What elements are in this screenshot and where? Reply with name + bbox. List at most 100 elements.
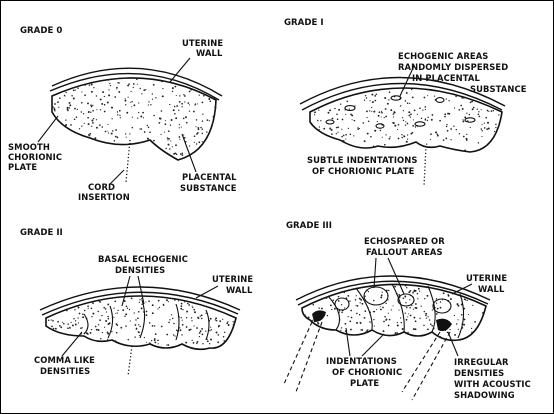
stipple-dot xyxy=(75,324,77,326)
stipple-dot xyxy=(334,308,336,310)
grade-0-label-placental-2: SUBSTANCE xyxy=(180,183,237,193)
stipple-dot xyxy=(336,127,338,129)
stipple-dot xyxy=(356,322,358,324)
grade-3-leader-indent-b xyxy=(362,334,384,356)
stipple-dot xyxy=(407,316,408,317)
stipple-dot xyxy=(96,329,98,331)
stipple-dot xyxy=(351,317,353,319)
stipple-dot xyxy=(96,127,98,129)
stipple-dot xyxy=(104,111,106,113)
stipple-dot xyxy=(54,103,56,105)
stipple-dot xyxy=(223,340,225,342)
stipple-dot xyxy=(91,307,93,309)
stipple-dot xyxy=(51,326,53,328)
stipple-dot xyxy=(145,78,146,79)
stipple-dot xyxy=(100,98,102,100)
stipple-dot xyxy=(462,119,463,120)
stipple-dot xyxy=(337,126,339,128)
stipple-dot xyxy=(131,106,132,107)
stipple-dot xyxy=(338,109,340,111)
stipple-dot xyxy=(141,304,142,305)
stipple-dot xyxy=(197,103,198,104)
stipple-dot xyxy=(161,326,163,328)
stipple-dot xyxy=(116,87,118,89)
stipple-dot xyxy=(114,301,116,303)
stipple-dot xyxy=(427,95,428,96)
stipple-dot xyxy=(119,110,121,112)
stipple-dot xyxy=(148,300,150,302)
stipple-dot xyxy=(215,319,216,320)
stipple-dot xyxy=(407,332,409,334)
stipple-dot xyxy=(190,89,192,91)
stipple-dot xyxy=(367,133,369,135)
stipple-dot xyxy=(491,110,493,112)
stipple-dot xyxy=(184,301,185,302)
stipple-dot xyxy=(403,120,404,121)
stipple-dot xyxy=(326,297,328,299)
stipple-dot xyxy=(415,303,417,305)
stipple-dot xyxy=(99,319,101,321)
stipple-dot xyxy=(393,113,395,115)
stipple-dot xyxy=(319,129,320,130)
stipple-dot xyxy=(120,327,122,329)
stipple-dot xyxy=(117,310,118,311)
stipple-dot xyxy=(125,100,127,102)
stipple-dot xyxy=(202,343,203,344)
stipple-dot xyxy=(384,117,385,118)
stipple-dot xyxy=(216,332,218,334)
stipple-dot xyxy=(187,102,189,104)
stipple-dot xyxy=(73,318,74,319)
stipple-dot xyxy=(194,325,195,326)
stipple-dot xyxy=(199,94,200,95)
stipple-dot xyxy=(215,107,217,109)
stipple-dot xyxy=(53,94,55,96)
stipple-dot xyxy=(444,116,446,118)
stipple-dot xyxy=(468,314,469,315)
stipple-dot xyxy=(202,120,203,121)
stipple-dot xyxy=(366,330,368,332)
stipple-dot xyxy=(112,130,113,131)
stipple-dot xyxy=(329,109,331,111)
stipple-dot xyxy=(405,125,406,126)
stipple-dot xyxy=(466,134,467,135)
stipple-dot xyxy=(201,314,203,316)
stipple-dot xyxy=(125,133,126,134)
stipple-dot xyxy=(93,118,94,119)
stipple-dot xyxy=(462,120,464,122)
stipple-dot xyxy=(138,112,139,113)
stipple-dot xyxy=(455,95,457,97)
stipple-dot xyxy=(83,335,85,337)
stipple-dot xyxy=(233,321,234,322)
stipple-dot xyxy=(356,313,358,315)
stipple-dot xyxy=(78,322,79,323)
stipple-dot xyxy=(183,118,185,120)
stipple-dot xyxy=(138,324,139,325)
stipple-dot xyxy=(369,110,370,111)
stipple-dot xyxy=(109,83,110,84)
stipple-dot xyxy=(74,119,76,121)
stipple-dot xyxy=(195,126,196,127)
stipple-dot xyxy=(115,340,117,342)
stipple-dot xyxy=(457,303,459,305)
stipple-dot xyxy=(108,89,109,90)
stipple-dot xyxy=(184,101,185,102)
stipple-dot xyxy=(193,309,195,311)
stipple-dot xyxy=(450,128,452,130)
stipple-dot xyxy=(75,320,76,321)
stipple-dot xyxy=(461,97,463,99)
stipple-dot xyxy=(471,332,473,334)
stipple-dot xyxy=(215,317,217,319)
stipple-dot xyxy=(481,130,482,131)
stipple-dot xyxy=(147,138,149,140)
stipple-dot xyxy=(107,130,108,131)
stipple-dot xyxy=(175,117,177,119)
stipple-dot xyxy=(116,332,118,334)
stipple-dot xyxy=(473,107,475,109)
stipple-dot xyxy=(201,328,203,330)
stipple-dot xyxy=(410,133,412,135)
stipple-dot xyxy=(364,100,365,101)
grade-2-label-uterine-1: UTERINE xyxy=(212,274,253,284)
stipple-dot xyxy=(436,302,437,303)
stipple-dot xyxy=(437,134,439,136)
stipple-dot xyxy=(125,313,127,315)
